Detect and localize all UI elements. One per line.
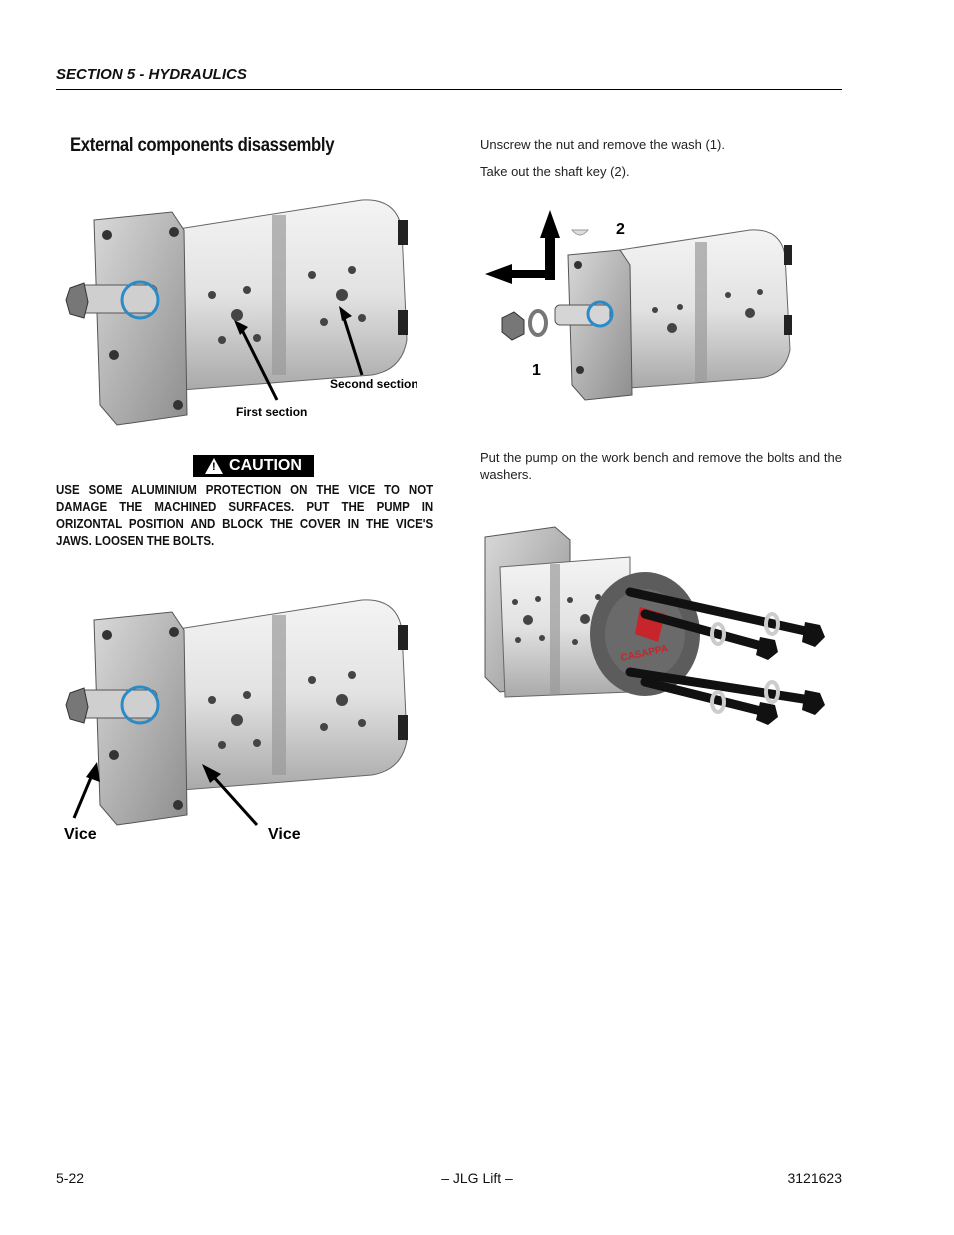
callout-2: 2	[616, 221, 625, 238]
nut-washer-key-figure: 2 1	[480, 200, 810, 405]
footer-publisher: – JLG Lift –	[441, 1170, 513, 1186]
bolts-removed-figure: CASAPPA	[480, 522, 835, 727]
warning-icon: !	[205, 458, 224, 474]
header-rule	[56, 89, 842, 90]
document-number: 3121623	[787, 1170, 842, 1186]
step-unscrew-nut: Unscrew the nut and remove the wash (1).	[480, 137, 725, 152]
step-remove-bolts: Put the pump on the work bench and remov…	[480, 450, 842, 482]
pump-vice-figure: Vice Vice	[62, 590, 417, 845]
caution-badge: ! CAUTION	[193, 455, 314, 477]
caution-text: USE SOME ALUMINIUM PROTECTION ON THE VIC…	[56, 483, 434, 548]
vice-label-left: Vice	[64, 826, 97, 843]
vice-label-right: Vice	[268, 826, 301, 843]
pump-sections-figure: First section Second section	[62, 190, 417, 435]
caution-label: CAUTION	[229, 457, 302, 474]
page-heading: External components disassembly	[70, 135, 335, 156]
step-shaft-key: Take out the shaft key (2).	[480, 164, 630, 179]
page-number: 5-22	[56, 1170, 85, 1186]
second-section-label: Second section	[330, 377, 417, 391]
callout-1: 1	[532, 362, 541, 379]
first-section-label: First section	[236, 405, 307, 419]
section-header-title: SECTION 5 - HYDRAULICS	[56, 66, 247, 83]
